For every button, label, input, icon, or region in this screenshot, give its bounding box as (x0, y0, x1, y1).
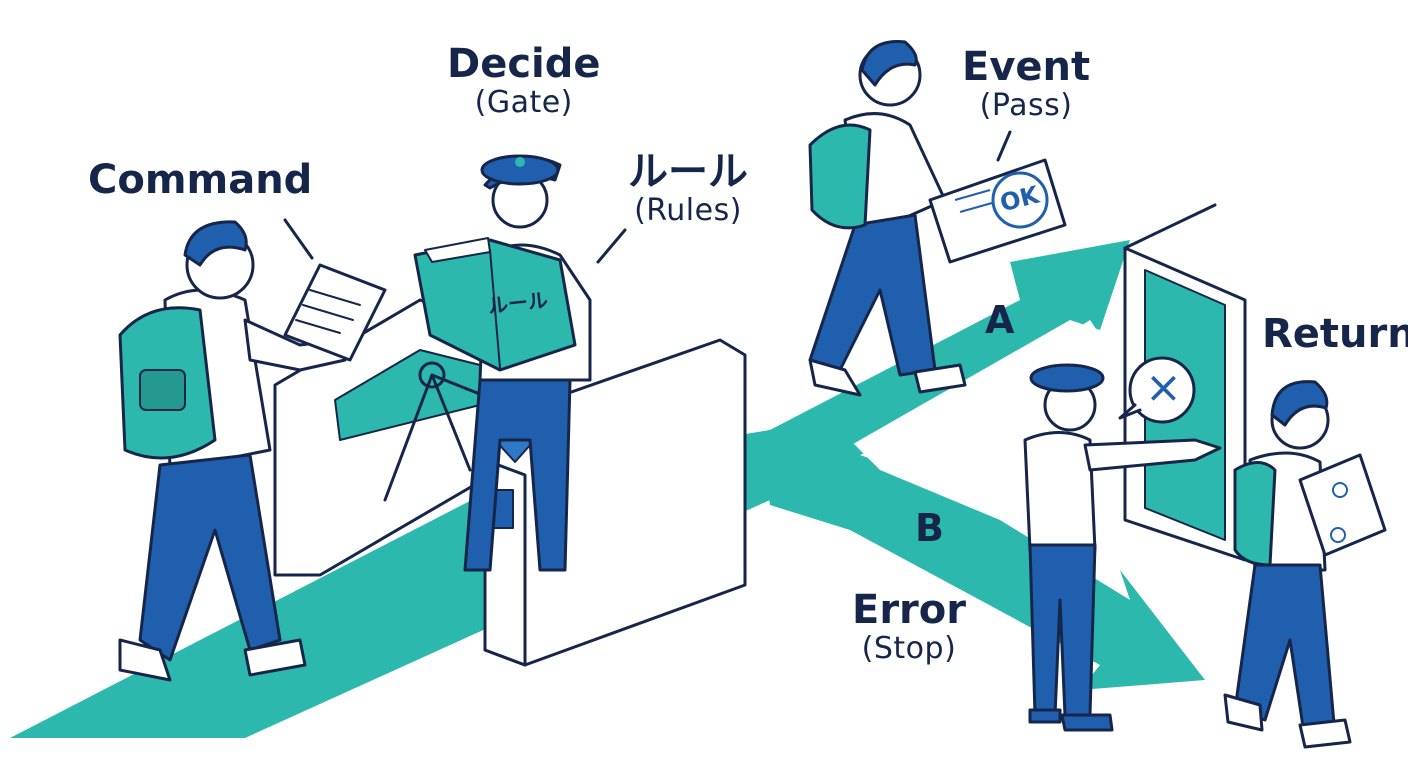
label-event: Event (Pass) (962, 45, 1090, 122)
student-returning (1225, 382, 1385, 747)
label-error-sub: (Stop) (852, 632, 966, 665)
label-command: Command (88, 158, 312, 202)
label-path-a: A (985, 300, 1014, 342)
label-rules-sub: (Rules) (628, 194, 748, 227)
label-decide-sub: (Gate) (447, 86, 601, 119)
error-x-mark: × (1145, 364, 1182, 412)
label-decide: Decide (Gate) (447, 42, 601, 119)
label-path-b: B (915, 508, 944, 550)
label-rules: ルール (Rules) (628, 150, 748, 227)
label-event-sub: (Pass) (962, 89, 1090, 122)
label-error: Error (Stop) (852, 588, 966, 665)
label-return: Return (1262, 312, 1408, 356)
